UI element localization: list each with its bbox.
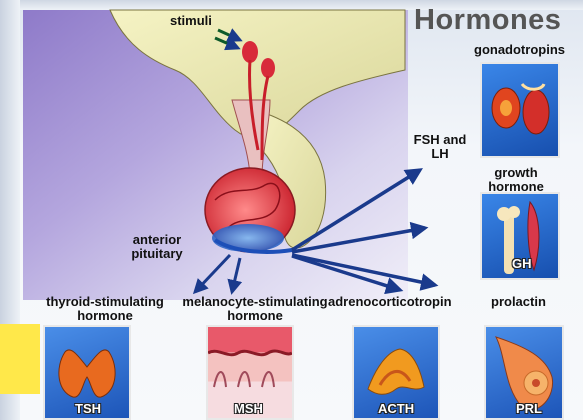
label-growth-hormone: growth hormone: [485, 166, 547, 194]
panel-label-tsh: TSH: [75, 401, 101, 416]
neuron-cell: [242, 41, 258, 63]
label-prolactin: prolactin: [491, 295, 546, 309]
panel-label-msh: MSH: [234, 401, 263, 416]
label-anterior-pituitary: anterior pituitary: [122, 233, 192, 261]
gonads-image: [482, 64, 558, 156]
label-gonadotropins: gonadotropins: [474, 43, 565, 57]
gonadotropins-panel: [480, 62, 560, 158]
neuron-cell: [261, 58, 275, 78]
label-fsh-lh: FSH and LH: [413, 133, 467, 161]
label-adrenocorticotropin: adrenocorticotropin: [328, 295, 452, 309]
tsh-panel: TSH: [43, 325, 131, 420]
msh-panel: MSH: [206, 325, 294, 420]
label-stimuli: stimuli: [170, 14, 212, 28]
panel-label-prl: PRL: [516, 401, 542, 416]
panel-label-gh: GH: [512, 256, 532, 271]
page-title: Hormones: [414, 4, 561, 37]
panel-label-acth: ACTH: [378, 401, 414, 416]
label-melanocyte-stimulating-hormone: melanocyte-stimulating hormone: [175, 295, 335, 323]
label-thyroid-stimulating-hormone: thyroid-stimulating hormone: [20, 295, 190, 323]
acth-panel: ACTH: [352, 325, 440, 420]
growth-hormone-panel: GH: [480, 192, 560, 280]
prl-panel: PRL: [484, 325, 564, 420]
portal-veins: [212, 224, 284, 252]
